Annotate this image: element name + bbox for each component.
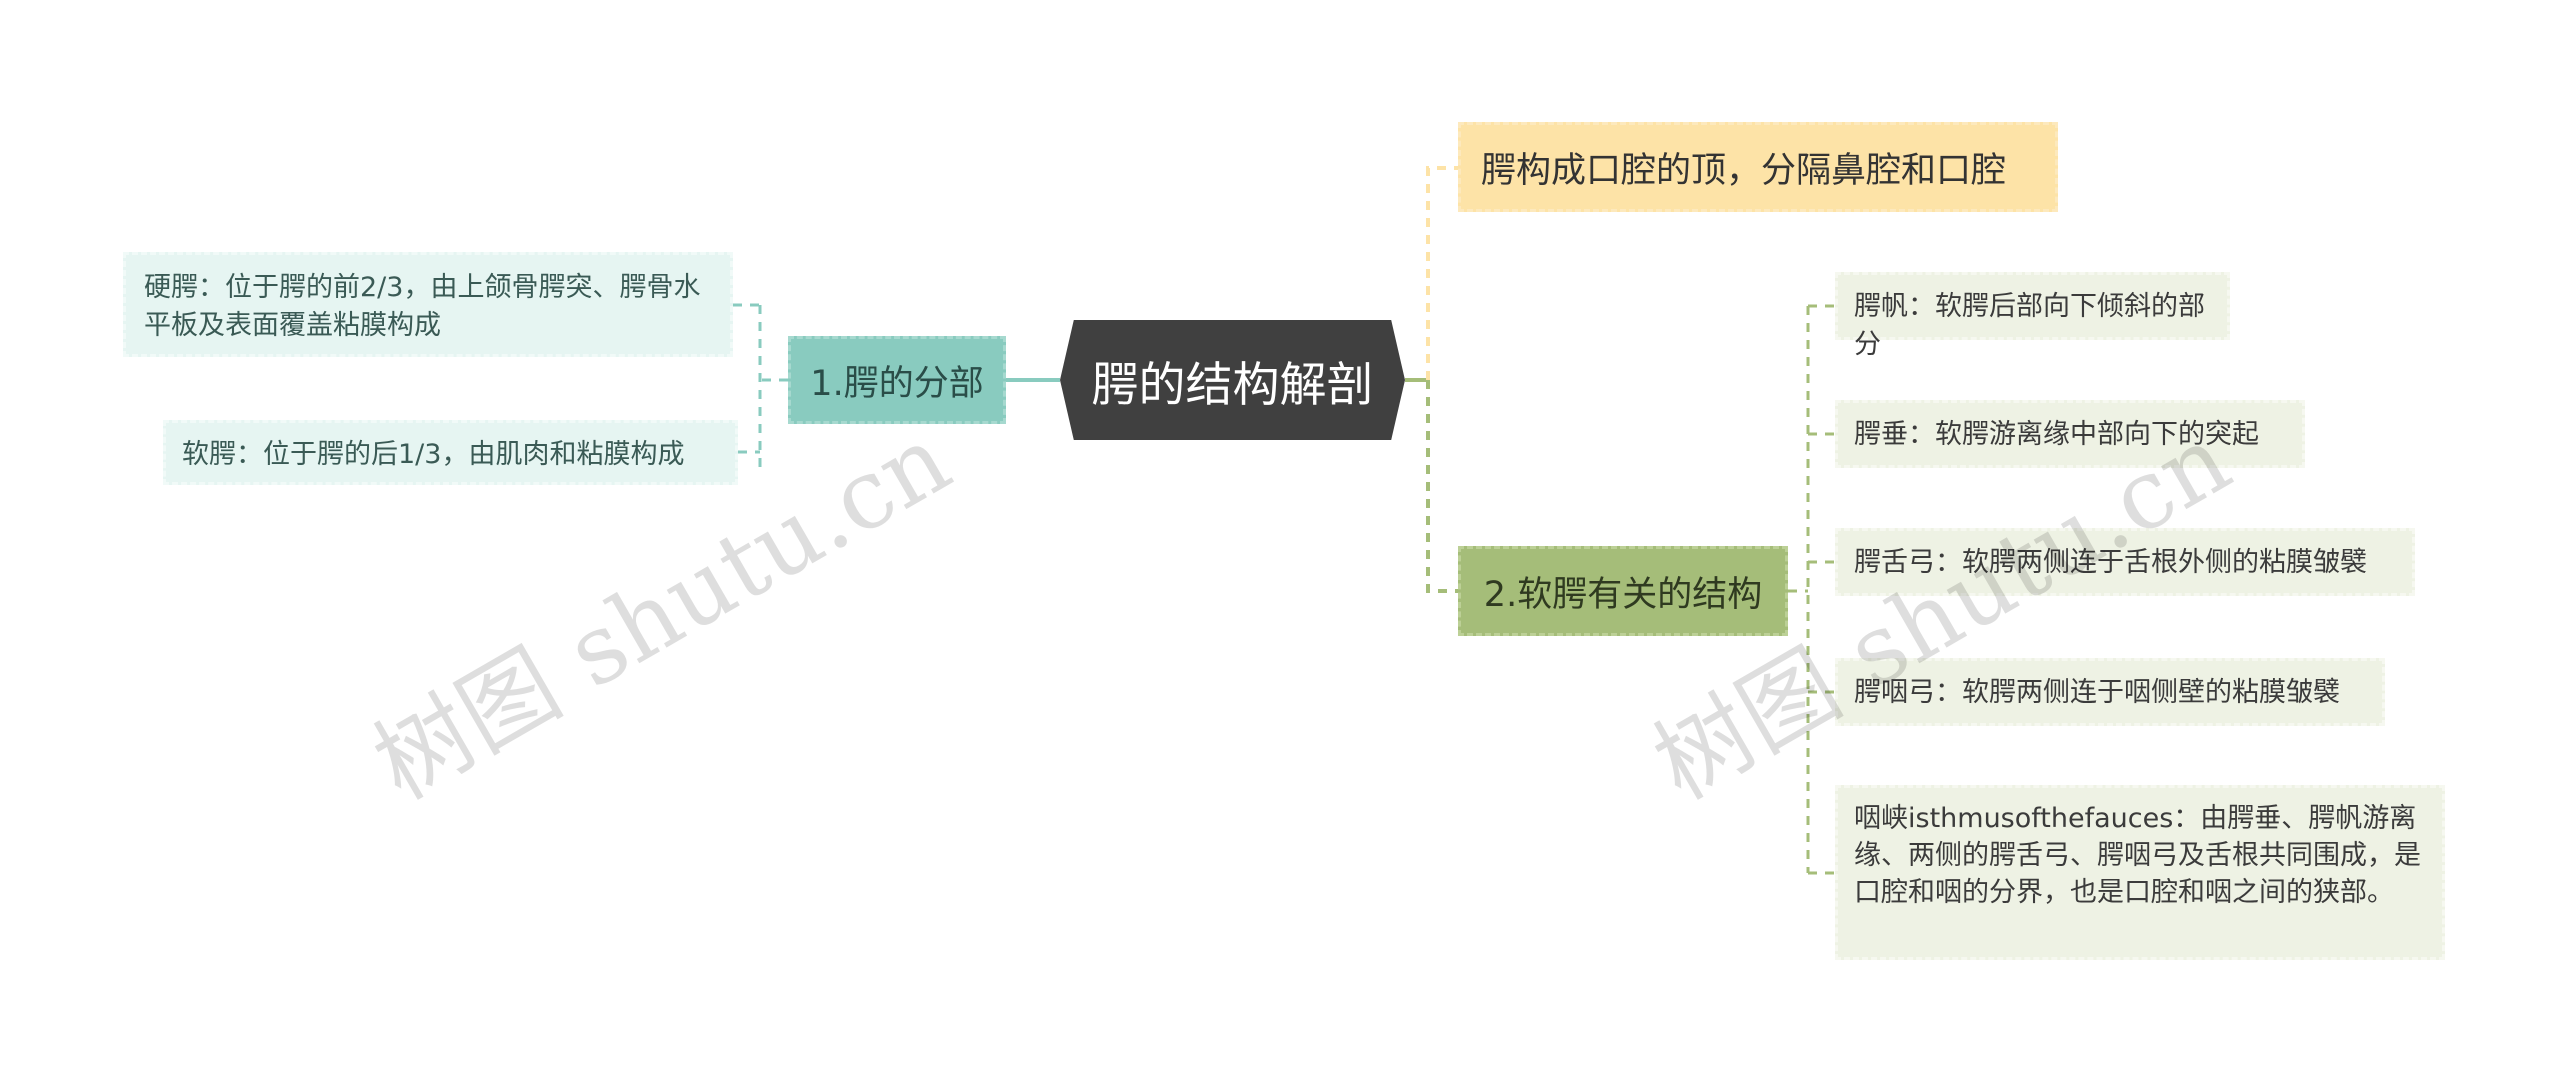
root-topic-label: 腭的结构解剖 (1091, 357, 1374, 413)
branch-soft-palate-structures-label: 2.软腭有关的结构 (1483, 574, 1763, 615)
leaf-hard-palate-label: 硬腭：位于腭的前2/3，由上颌骨腭突、腭骨水平板及表面覆盖粘膜构成 (144, 272, 701, 341)
branch-soft-palate-structures[interactable]: 2.软腭有关的结构 (1458, 546, 1788, 636)
branch-division-label: 1.腭的分部 (810, 363, 984, 404)
root-topic[interactable]: 腭的结构解剖 (1060, 320, 1405, 440)
leaf-palatoglossal-arch[interactable]: 腭舌弓：软腭两侧连于舌根外侧的粘膜皱襞 (1835, 528, 2415, 596)
connector-root-soft (1426, 380, 1458, 593)
leaf-isthmus-of-fauces[interactable]: 咽峡isthmusofthefauces：由腭垂、腭帆游离缘、两侧的腭舌弓、腭咽… (1835, 785, 2445, 960)
leaf-palatopharyngeal-arch[interactable]: 腭咽弓：软腭两侧连于咽侧壁的粘膜皱襞 (1835, 658, 2385, 726)
branch-roof[interactable]: 腭构成口腔的顶，分隔鼻腔和口腔 (1458, 122, 2058, 212)
leaf-soft-palate-label: 软腭：位于腭的后1/3，由肌肉和粘膜构成 (182, 439, 685, 470)
leaf-velum-label: 腭帆：软腭后部向下倾斜的部分 (1854, 291, 2205, 360)
leaf-uvula-label: 腭垂：软腭游离缘中部向下的突起 (1854, 419, 2259, 450)
leaf-uvula[interactable]: 腭垂：软腭游离缘中部向下的突起 (1835, 400, 2305, 468)
leaf-palatopharyngeal-arch-label: 腭咽弓：软腭两侧连于咽侧壁的粘膜皱襞 (1854, 677, 2340, 708)
leaf-soft-palate[interactable]: 软腭：位于腭的后1/3，由肌肉和粘膜构成 (163, 420, 738, 485)
leaf-palatoglossal-arch-label: 腭舌弓：软腭两侧连于舌根外侧的粘膜皱襞 (1854, 547, 2367, 578)
branch-roof-label: 腭构成口腔的顶，分隔鼻腔和口腔 (1481, 150, 2007, 191)
connector-root-roof (1426, 166, 1458, 380)
leaf-velum[interactable]: 腭帆：软腭后部向下倾斜的部分 (1835, 272, 2230, 360)
branch-division[interactable]: 1.腭的分部 (788, 336, 1006, 424)
leaf-hard-palate[interactable]: 硬腭：位于腭的前2/3，由上颌骨腭突、腭骨水平板及表面覆盖粘膜构成 (123, 252, 733, 357)
connector-soft-leaves (1788, 304, 1835, 875)
connector-division-leaves (733, 303, 788, 472)
leaf-isthmus-of-fauces-label: 咽峡isthmusofthefauces：由腭垂、腭帆游离缘、两侧的腭舌弓、腭咽… (1854, 803, 2421, 908)
